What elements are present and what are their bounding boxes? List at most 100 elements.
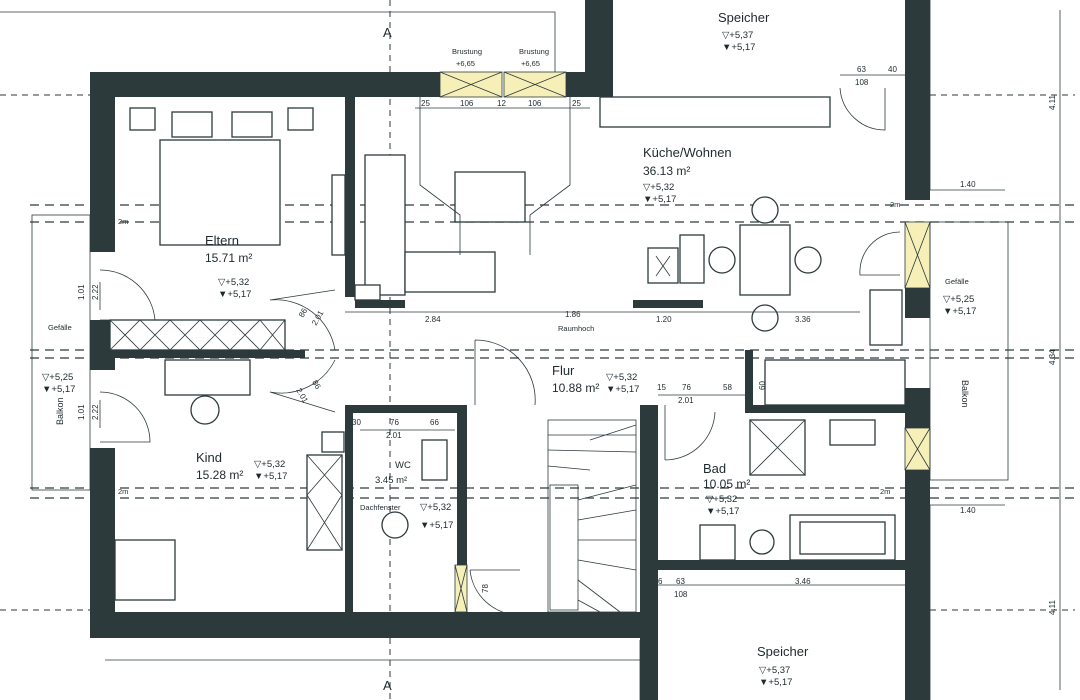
dim-86b: 86 [310, 379, 323, 392]
kueche-level-top: ▽+5,32 [643, 182, 674, 193]
dim-76-flur: 76 [682, 383, 691, 392]
speicher-bottom-level-top: ▽+5,37 [759, 665, 790, 676]
eltern-area: 15.71 m² [205, 251, 252, 265]
dim-201b: 2.01 [294, 387, 310, 405]
dim-108-top: 108 [855, 78, 869, 87]
dim-63-bottom: 63 [676, 577, 685, 586]
kind-name: Kind [196, 450, 222, 465]
dim-60: 60 [758, 381, 767, 390]
dim-78: 78 [481, 584, 490, 593]
dim-86a: 86 [297, 306, 310, 319]
wc-area: 3.45 m² [375, 475, 407, 486]
dimension-lines [99, 10, 1061, 690]
balcony-left-level-top: ▽+5,25 [42, 372, 73, 383]
eltern-level-top: ▽+5,32 [218, 277, 249, 288]
brustung-1-value: +6,65 [456, 59, 475, 68]
dim-40: 40 [888, 65, 897, 74]
dim-66: 66 [430, 418, 439, 427]
dim-58: 58 [723, 383, 732, 392]
dim-346: 3.46 [795, 577, 811, 586]
kueche-area: 36.13 m² [643, 164, 690, 178]
section-mark-bottom: A [383, 678, 392, 693]
balcony-right-level-top: ▽+5,25 [943, 294, 974, 305]
section-markers: A A [383, 25, 392, 693]
bad-level-bottom: ▼+5,17 [706, 506, 739, 517]
dim-2m-2: 2m [118, 487, 128, 496]
dim-336: 3.36 [795, 315, 811, 324]
speicher-top-name: Speicher [718, 10, 770, 25]
dim-120: 1.20 [656, 315, 672, 324]
speicher-top-level-bottom: ▼+5,17 [722, 42, 755, 53]
brustung-labels: Brustung +6,65 Brustung +6,65 [452, 47, 549, 68]
dim-2m-4: 2m [880, 487, 890, 496]
eltern-level-bottom: ▼+5,17 [218, 289, 251, 300]
dim-6: 6 [658, 577, 663, 586]
dim-434: 4.34 [1048, 349, 1057, 365]
bad-name: Bad [703, 461, 726, 476]
dim-201a: 2.01 [310, 309, 326, 327]
dim-25b: 25 [572, 99, 581, 108]
walls [90, 0, 930, 700]
dim-140-top: 1.40 [960, 180, 976, 189]
dim-101b: 1.01 [77, 404, 86, 420]
dim-101a: 1.01 [77, 284, 86, 300]
flur-area: 10.88 m² [552, 381, 599, 395]
dim-15: 15 [657, 383, 666, 392]
section-mark-top: A [383, 25, 392, 40]
balcony-labels: Balkon Gefälle ▽+5,25 ▼+5,17 Balkon Gefä… [42, 277, 976, 425]
dim-12: 12 [497, 99, 506, 108]
kind-level-bottom: ▼+5,17 [254, 471, 287, 482]
bad-area: 10.05 m² [703, 477, 750, 491]
dim-2m-3: 2m [890, 200, 900, 209]
brustung-1-label: Brustung [452, 47, 482, 56]
doors [99, 87, 901, 616]
balcony-right-label: Balkon [960, 380, 970, 408]
kind-level-top: ▽+5,32 [254, 459, 285, 470]
balcony-left-label: Balkon [55, 397, 65, 425]
dim-108-bottom: 108 [674, 590, 688, 599]
dim-76-wc: 76 [390, 418, 399, 427]
speicher-bottom-level-bottom: ▼+5,17 [759, 677, 792, 688]
dim-140-bottom: 1.40 [960, 506, 976, 515]
windows [439, 71, 931, 613]
dim-186: 1.86 [565, 310, 581, 319]
furniture [109, 96, 906, 601]
staircase [547, 419, 637, 613]
flur-name: Flur [552, 363, 575, 378]
balcony-right-level-bottom: ▼+5,17 [943, 306, 976, 317]
raumhoch-note: Raumhoch [558, 324, 594, 333]
dim-201-wc: 2.01 [386, 431, 402, 440]
balcony-left-level-bottom: ▼+5,17 [42, 384, 75, 395]
balcony-right-slope: Gefälle [945, 277, 969, 286]
dim-25a: 25 [421, 99, 430, 108]
dim-201-flur: 2.01 [678, 396, 694, 405]
dim-63-top: 63 [857, 65, 866, 74]
kueche-level-bottom: ▼+5,17 [643, 194, 676, 205]
room-labels: Speicher ▽+5,37 ▼+5,17 Eltern 15.71 m² ▽… [196, 10, 809, 688]
dim-284: 2.84 [425, 315, 441, 324]
kind-area: 15.28 m² [196, 468, 243, 482]
dim-2m-1: 2m [118, 217, 128, 226]
dimension-texts: 25 106 12 106 25 63 40 108 1.40 1.40 2.8… [77, 65, 1057, 615]
wc-level-top: ▽+5,32 [420, 502, 451, 513]
kueche-name: Küche/Wohnen [643, 145, 732, 160]
dim-222a: 2.22 [91, 284, 100, 300]
bad-level-top: ▽+5,32 [706, 494, 737, 505]
dim-411-bottom: 4.11 [1048, 599, 1057, 615]
speicher-bottom-name: Speicher [757, 644, 809, 659]
dim-222b: 2.22 [91, 404, 100, 420]
flur-level-bottom: ▼+5,17 [606, 384, 639, 395]
dim-411-top: 4.11 [1048, 94, 1057, 110]
eltern-name: Eltern [205, 233, 239, 248]
brustung-2-value: +6,65 [521, 59, 540, 68]
balconies [31, 214, 1009, 491]
balcony-left-slope: Gefälle [48, 323, 72, 332]
dim-30: 30 [352, 418, 361, 427]
wc-name: WC [395, 460, 411, 471]
brustung-2-label: Brustung [519, 47, 549, 56]
speicher-top-level-top: ▽+5,37 [722, 30, 753, 41]
flur-level-top: ▽+5,32 [606, 372, 637, 383]
dachfenster-note: Dachfenster [360, 503, 401, 512]
